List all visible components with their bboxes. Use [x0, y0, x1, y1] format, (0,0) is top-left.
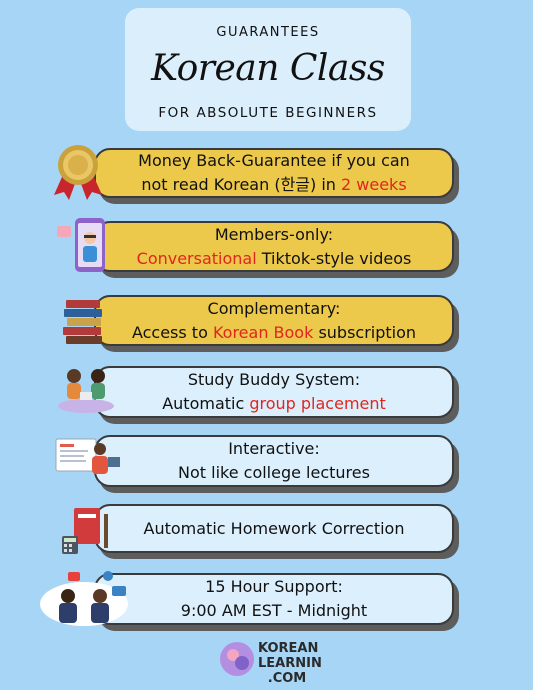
logo-line3: .COM	[267, 671, 307, 686]
card-line2: Automatic group placement	[162, 394, 386, 413]
card-line2: Conversational Tiktok-style videos	[136, 248, 412, 268]
card-highlight: Korean Book	[212, 322, 314, 342]
header-panel: GUARANTEES Korean Class FOR ABSOLUTE BEG…	[125, 8, 411, 131]
logo-line1: KOREAN	[258, 641, 319, 656]
card-line2: not read Korean (한글) in 2 weeks	[141, 175, 407, 194]
guarantee-card-money-back: Money Back-Guarantee if you can not read…	[94, 148, 454, 198]
gold-medal-icon	[54, 145, 102, 200]
logo-line2: LEARNIN	[258, 656, 322, 671]
card-line2: Not like college lectures	[178, 463, 370, 482]
card-line2: 9:00 AM EST - Midnight	[180, 601, 368, 620]
card-highlight: group placement	[249, 394, 386, 413]
guarantee-card-study-buddy: Study Buddy System: Automatic group plac…	[94, 366, 454, 418]
guarantee-card-interactive: Interactive: Not like college lectures	[94, 435, 454, 487]
card-line1: Study Buddy System:	[187, 370, 361, 389]
support-agents-icon	[40, 571, 128, 626]
header-subtitle: FOR ABSOLUTE BEGINNERS	[158, 105, 378, 121]
notebook-calculator-icon	[62, 508, 108, 554]
guarantee-card-korean-book: Complementary: Access to Korean Book sub…	[94, 295, 454, 346]
card-line1: Interactive:	[228, 439, 320, 458]
card-line1: Complementary:	[207, 298, 341, 318]
card-line2: Access to Korean Book subscription	[131, 322, 417, 342]
brand-logo-icon	[220, 642, 254, 676]
study-buddies-icon	[58, 369, 114, 413]
card-highlight: Conversational	[136, 248, 257, 268]
card-line1: Members-only:	[214, 224, 334, 244]
phone-video-icon	[57, 218, 105, 272]
guarantee-card-homework: Automatic Homework Correction	[94, 504, 454, 553]
guarantee-card-members-videos: Members-only: Conversational Tiktok-styl…	[94, 221, 454, 272]
header-kicker: GUARANTEES	[216, 25, 320, 40]
guarantee-card-support: 15 Hour Support: 9:00 AM EST - Midnight	[94, 573, 454, 625]
card-line1: Money Back-Guarantee if you can	[138, 151, 410, 170]
brand-logo-text: KOREAN LEARNIN .COM	[258, 641, 322, 686]
card-line1: 15 Hour Support:	[205, 577, 343, 596]
page-title: Korean Class	[151, 48, 385, 89]
card-line1: Automatic Homework Correction	[143, 518, 405, 538]
card-highlight: 2 weeks	[341, 175, 407, 194]
online-teacher-icon	[55, 438, 120, 474]
book-stack-icon	[63, 300, 102, 344]
